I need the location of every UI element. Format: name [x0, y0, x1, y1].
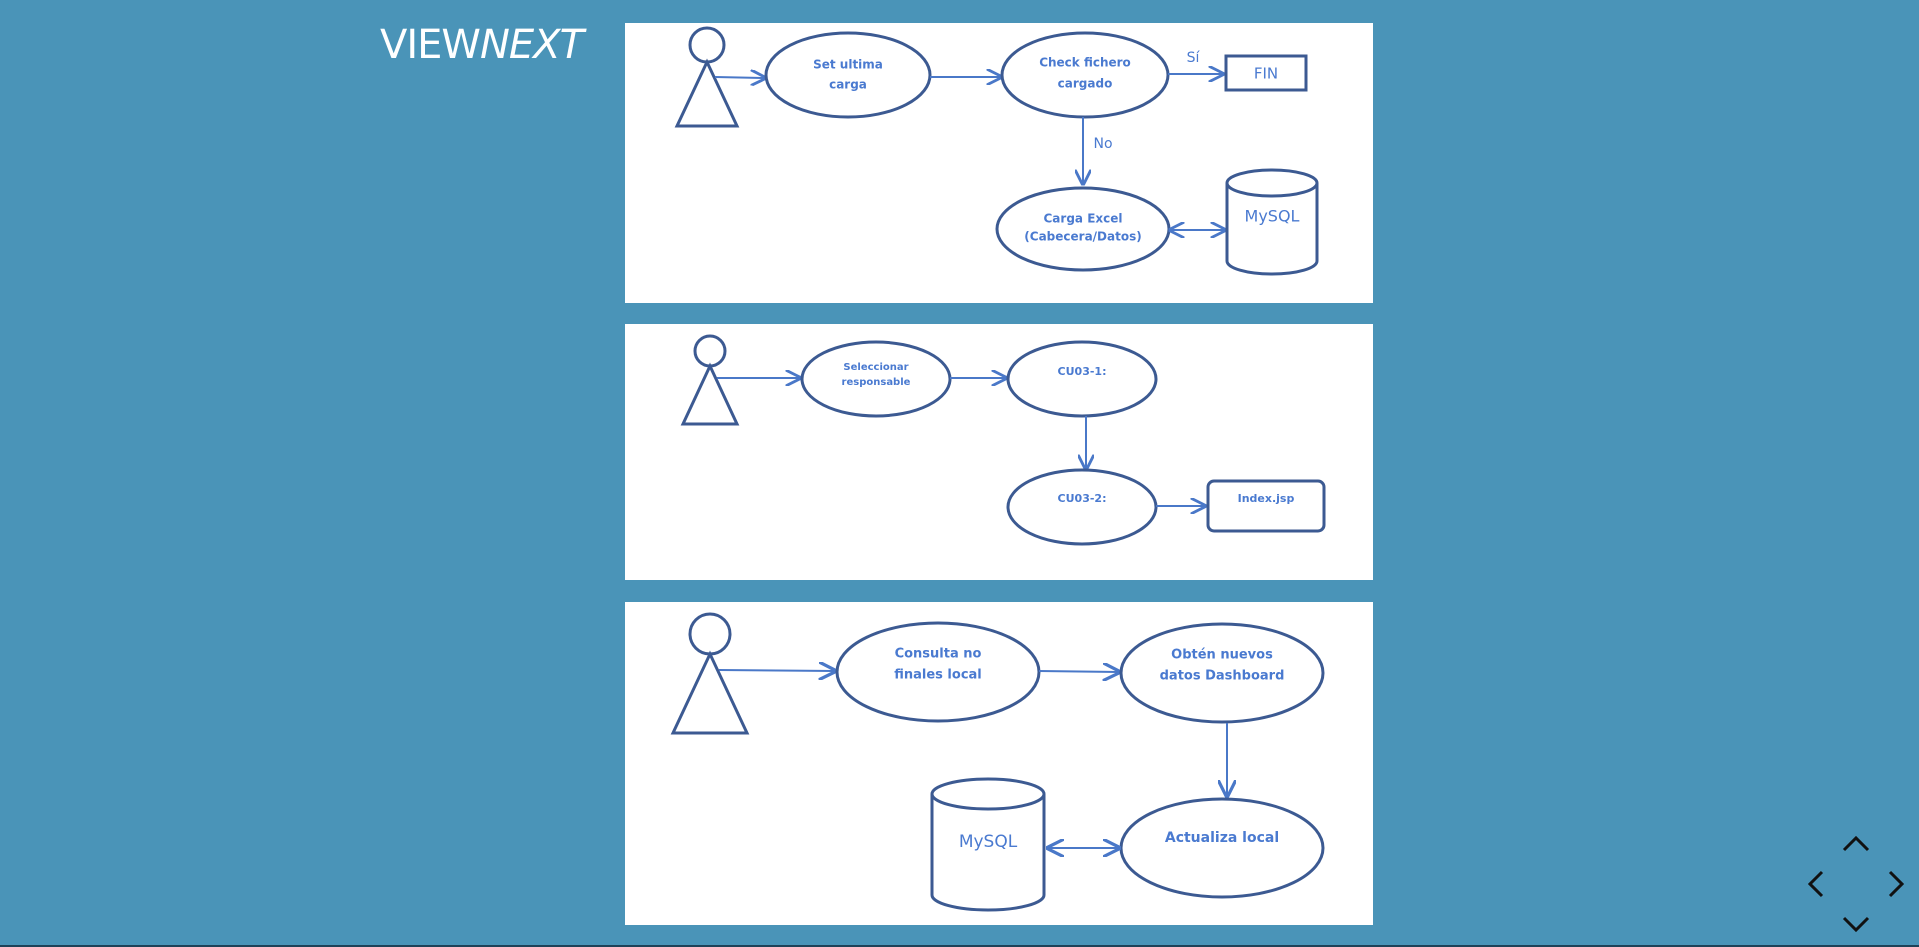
cu031-label: CU03-1:: [1058, 365, 1107, 378]
set-ultima-label-2: carga: [829, 78, 867, 92]
actor-2: [680, 334, 740, 426]
mysql-label-1: MySQL: [1245, 207, 1300, 226]
obten-label-1: Obtén nuevos: [1171, 648, 1273, 663]
index-label: Index.jsp: [1238, 492, 1295, 505]
arrow-actor-to-set: [714, 77, 765, 78]
set-ultima-label-1: Set ultima: [813, 58, 883, 72]
usecase-cu03-1: [1006, 340, 1158, 418]
mysql-database-icon-1: [1225, 168, 1319, 276]
seleccionar-label-1: Seleccionar: [843, 362, 908, 373]
check-label-1: Check fichero: [1039, 56, 1131, 70]
diagram-2-svg: Seleccionar responsable CU03-1: CU03-2: …: [680, 334, 1326, 546]
mysql-database-icon-3: [930, 777, 1046, 912]
diamond-navigation-icon[interactable]: [1808, 836, 1904, 932]
no-label: No: [1093, 136, 1112, 152]
logo-view: VIEW: [380, 22, 481, 68]
diagram-panel-3: Consulta no finales local Obtén nuevos d…: [625, 602, 1373, 925]
index-jsp-box: [1206, 479, 1326, 533]
viewnext-logo: VIEWNEXT: [380, 22, 584, 68]
usecase-set-ultima-carga: [764, 31, 932, 119]
diagram-panel-1: Set ultima carga Check fichero cargado S…: [625, 23, 1373, 303]
seleccionar-label-2: responsable: [842, 377, 911, 388]
check-label-2: cargado: [1058, 77, 1113, 91]
usecase-cu03-2: [1006, 468, 1158, 546]
fin-label: FIN: [1254, 65, 1278, 83]
cu032-label: CU03-2:: [1058, 492, 1107, 505]
carga-label-2: (Cabecera/Datos): [1024, 230, 1141, 244]
logo-next: NEXT: [479, 22, 584, 68]
si-label: Sí: [1187, 50, 1201, 66]
arrow-consulta-to-obten: [1038, 671, 1119, 672]
usecase-actualiza: [1119, 797, 1325, 899]
bottom-divider: [0, 945, 1919, 947]
actor-3: [670, 612, 750, 735]
mysql-label-3: MySQL: [959, 832, 1018, 852]
diagram-panel-2: Seleccionar responsable CU03-1: CU03-2: …: [625, 324, 1373, 580]
arrow-actor-to-consulta: [718, 670, 835, 671]
obten-label-2: datos Dashboard: [1160, 669, 1285, 684]
fin-box: [1224, 54, 1308, 92]
carga-label-1: Carga Excel: [1044, 212, 1123, 226]
actor-1: [674, 26, 740, 128]
actualiza-label: Actualiza local: [1165, 830, 1279, 846]
consulta-label-2: finales local: [894, 668, 982, 683]
usecase-obten: [1119, 622, 1325, 724]
consulta-label-1: Consulta no: [895, 647, 982, 662]
diagram-3-svg: Consulta no finales local Obtén nuevos d…: [670, 612, 1325, 912]
usecase-check-fichero: [1000, 31, 1170, 119]
diagram-1-svg: Set ultima carga Check fichero cargado S…: [674, 26, 1319, 276]
